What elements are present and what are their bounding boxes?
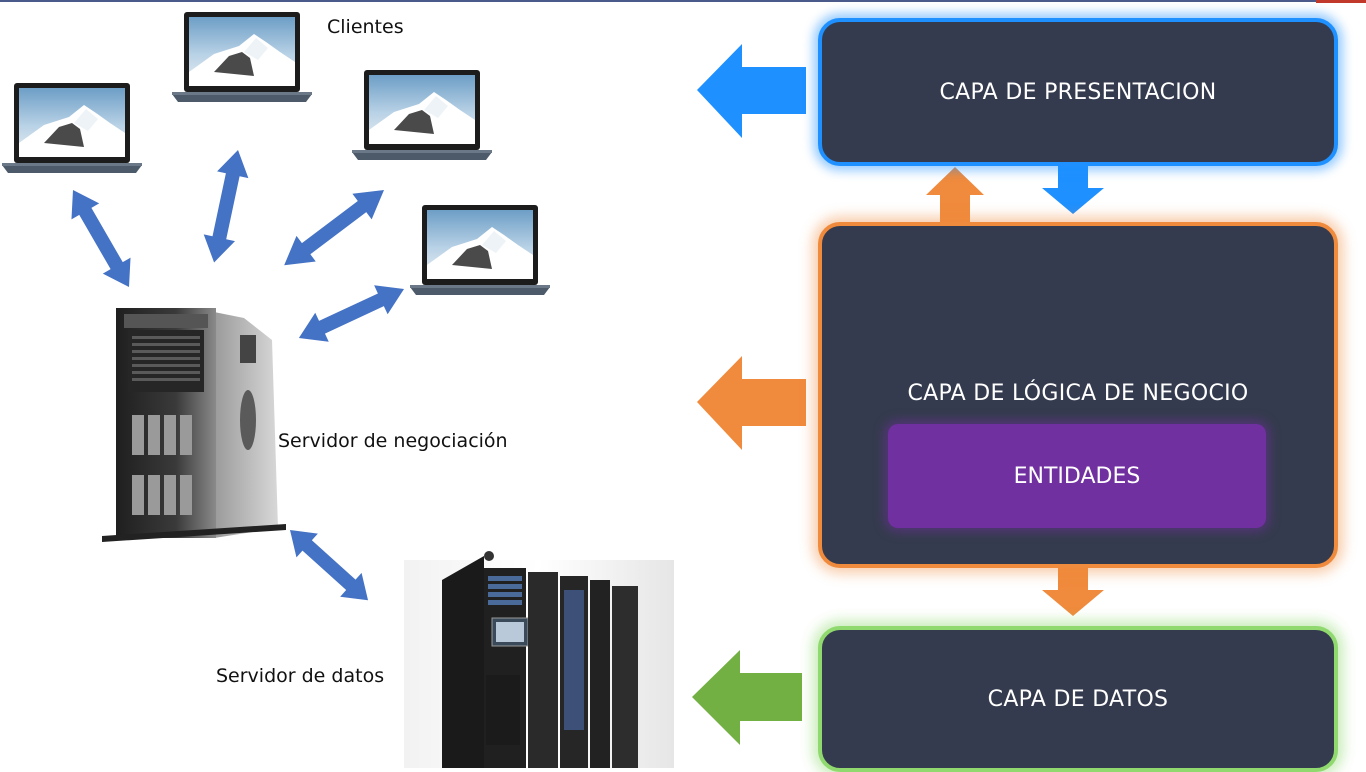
top-accent: [1316, 0, 1366, 3]
clients-label: Clientes: [327, 16, 404, 38]
laptop-icon: [172, 12, 312, 102]
presentation-layer-label: CAPA DE PRESENTACION: [939, 79, 1217, 105]
double-arrow-icon: [59, 182, 143, 295]
arrow-up-icon: [926, 167, 984, 222]
data-server-label: Servidor de datos: [216, 665, 385, 687]
presentation-layer: CAPA DE PRESENTACION: [818, 18, 1338, 166]
negotiation-server-label: Servidor de negociación: [278, 430, 508, 452]
business-logic-layer-label: CAPA DE LÓGICA DE NEGOCIO: [907, 381, 1249, 406]
arrow-left-icon: [692, 650, 802, 745]
arrow-left-icon: [697, 356, 806, 450]
double-arrow-icon: [274, 177, 394, 279]
entities-label: ENTIDADES: [1013, 463, 1141, 489]
arrow-down-icon: [1042, 166, 1104, 214]
laptop-icon: [352, 70, 492, 160]
double-arrow-icon: [198, 146, 254, 266]
laptop-icon: [2, 83, 142, 173]
arrow-down-icon: [1042, 564, 1104, 616]
double-arrow-icon: [279, 518, 379, 613]
arrow-left-icon: [697, 44, 806, 138]
tower-server-icon: [102, 308, 286, 542]
rack-server-icon: [404, 551, 674, 768]
data-layer-label: CAPA DE DATOS: [987, 686, 1169, 712]
data-layer: CAPA DE DATOS: [818, 626, 1338, 772]
laptop-icon: [410, 205, 550, 295]
top-border: [0, 0, 1366, 2]
entities-box: ENTIDADES: [888, 424, 1266, 528]
double-arrow-icon: [292, 274, 411, 353]
